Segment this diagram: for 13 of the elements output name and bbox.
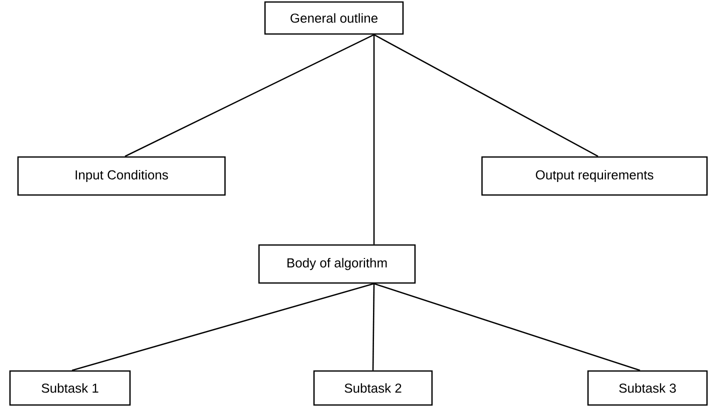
connector-line: [72, 283, 374, 371]
process-box: Subtask 3: [587, 370, 708, 406]
process-box: Subtask 1: [9, 370, 131, 406]
process-box: Output requirements: [481, 156, 708, 196]
process-box: Subtask 2: [313, 370, 433, 406]
process-box: Body of algorithm: [258, 244, 416, 284]
connector-line: [374, 34, 598, 157]
connector-line: [124, 34, 374, 157]
process-box: General outline: [264, 1, 404, 35]
connector-line: [374, 283, 640, 371]
connector-line: [373, 34, 375, 244]
process-box: Input Conditions: [17, 156, 226, 196]
connector-line: [372, 284, 375, 370]
